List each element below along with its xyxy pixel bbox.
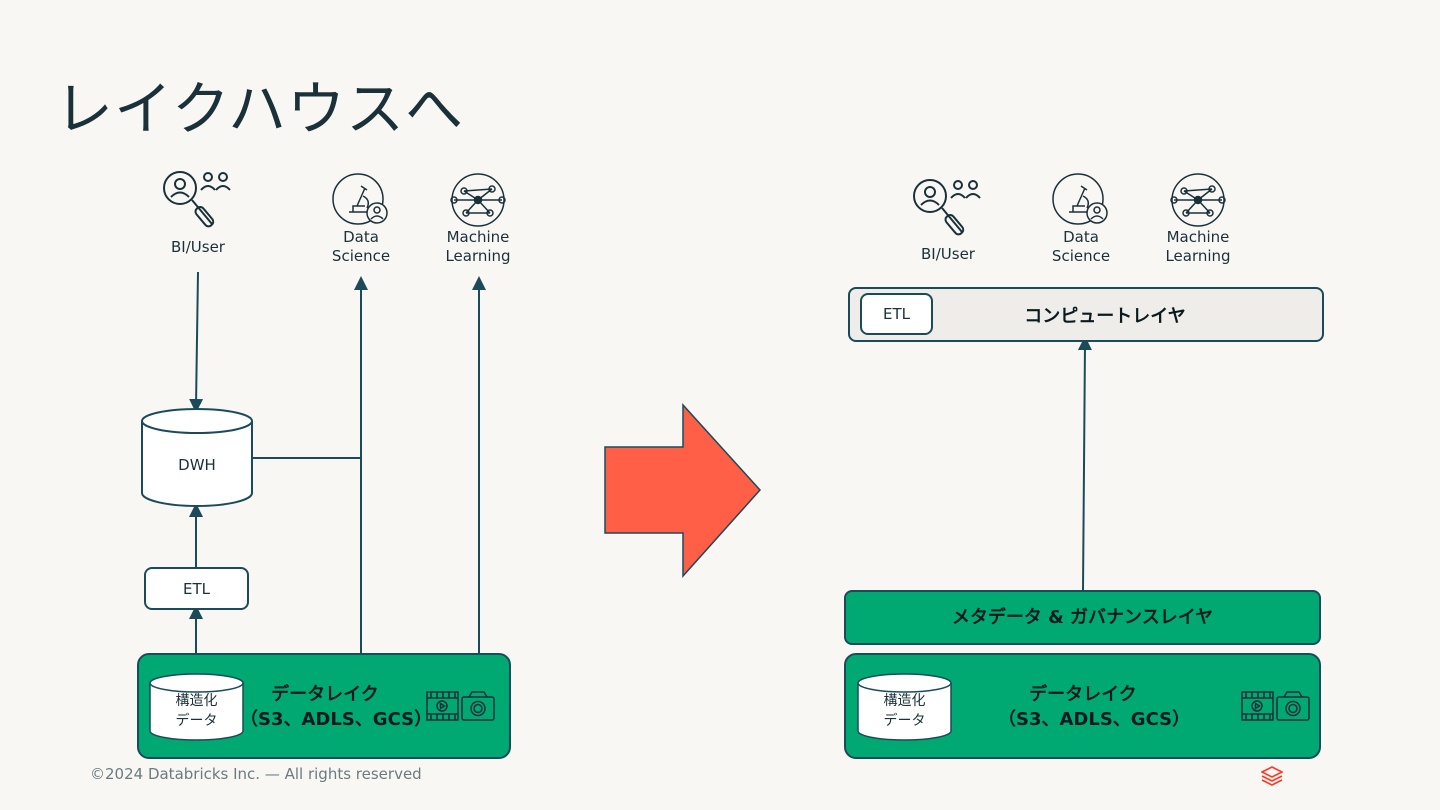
footer-copyright: ©2024 Databricks Inc. — All rights reser… xyxy=(90,765,422,783)
governance-layer xyxy=(844,590,1321,645)
dwh-cylinder xyxy=(141,408,253,507)
databricks-logo-icon xyxy=(1261,766,1283,786)
persona-label-data-science: Data Science xyxy=(331,228,391,265)
etl-box-left: ETL xyxy=(144,567,249,610)
governance-layer-label: メタデータ & ガバナンスレイヤ xyxy=(951,607,1214,628)
persona-label-bi-user: BI/User xyxy=(171,238,225,256)
data-lake-subtitle-left: （S3、ADLS、GCS） xyxy=(240,709,433,730)
transition-arrow xyxy=(604,403,762,578)
data-lake-title-left: データレイク xyxy=(271,684,379,705)
data-science-icon xyxy=(332,173,388,225)
governance-to-compute-arrow xyxy=(1077,336,1092,591)
persona-label-data-science: Data Science xyxy=(1051,228,1111,265)
media-icons-right xyxy=(1241,691,1310,721)
machine-learning-icon xyxy=(1170,173,1226,227)
data-science-icon xyxy=(1052,173,1108,225)
persona-label-machine-learning: Machine Learning xyxy=(445,228,511,265)
media-icons-left xyxy=(426,691,495,721)
bi-user-icon xyxy=(163,171,231,228)
machine-learning-icon xyxy=(450,173,506,227)
persona-label-bi-user: BI/User xyxy=(921,245,975,263)
dwh-label: DWH xyxy=(178,456,216,474)
structured-data-label-left: 構造化 データ xyxy=(175,693,218,729)
bi-user-icon xyxy=(913,179,981,236)
structured-data-label-right: 構造化 データ xyxy=(883,693,926,729)
data-lake-title-right: データレイク xyxy=(1029,684,1137,705)
structured-data-cylinder-left xyxy=(149,673,244,741)
persona-label-machine-learning: Machine Learning xyxy=(1165,228,1231,265)
page-title: レイクハウスへ xyxy=(55,75,464,143)
bi-to-dwh-arrow xyxy=(189,271,204,413)
etl-box-right: ETL xyxy=(860,293,933,335)
data-lake-subtitle-right: （S3、ADLS、GCS） xyxy=(998,709,1191,730)
compute-layer-label: コンピュートレイヤ xyxy=(1024,306,1186,327)
structured-data-cylinder-right xyxy=(857,673,952,741)
